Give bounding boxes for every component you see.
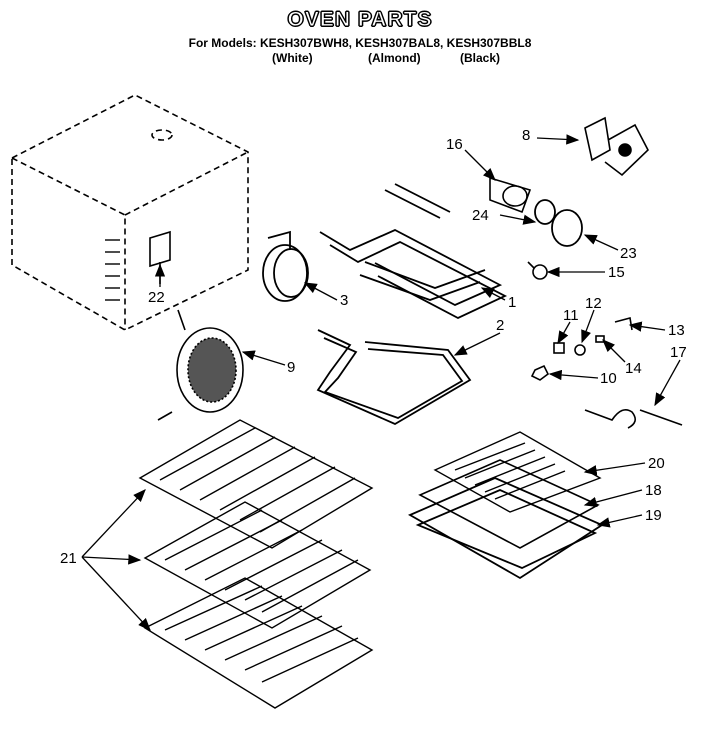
part-21-oven-rack-middle <box>143 501 372 629</box>
callout-20: 20 <box>648 455 665 472</box>
callout-19: 19 <box>645 507 662 524</box>
part-3-fan-ring <box>262 230 309 302</box>
callout-12: 12 <box>585 295 602 312</box>
callout-22: 22 <box>148 289 165 306</box>
models-line: For Models: KESH307BWH8, KESH307BAL8, KE… <box>188 36 532 50</box>
callout-15: 15 <box>608 264 625 281</box>
callout-8: 8 <box>522 127 530 144</box>
part-20-grid <box>433 431 602 513</box>
part-23-lens <box>551 209 583 247</box>
oven-cavity <box>11 94 249 331</box>
part-15-bulb <box>527 261 548 280</box>
callout-21: 21 <box>60 550 77 567</box>
part-8-convection-motor <box>584 116 649 177</box>
callout-16: 16 <box>446 136 463 153</box>
part-17-sensor <box>584 409 683 429</box>
diagram-title: OVEN PARTS <box>287 8 433 32</box>
part-24-gasket <box>534 199 556 225</box>
part-2-broil-element <box>316 329 472 426</box>
callout-23: 23 <box>620 245 637 262</box>
finish-white: (White) <box>272 51 313 65</box>
callout-leaders <box>81 134 681 631</box>
part-18-broil-pan-insert <box>418 459 600 549</box>
callout-11: 11 <box>563 307 579 324</box>
callout-18: 18 <box>645 482 662 499</box>
callout-17: 17 <box>670 344 687 361</box>
callout-14: 14 <box>625 360 642 377</box>
callout-3: 3 <box>340 292 348 309</box>
callout-10: 10 <box>600 370 617 387</box>
oven-vent-slots <box>105 239 120 301</box>
part-9-fan-cover <box>157 309 244 421</box>
callout-1: 1 <box>508 294 516 311</box>
part-1-bake-element <box>319 183 508 320</box>
callout-13: 13 <box>668 322 685 339</box>
finish-almond: (Almond) <box>368 51 421 65</box>
callout-2: 2 <box>496 317 504 334</box>
finish-black: (Black) <box>460 51 501 65</box>
part-16-light-socket <box>489 176 532 214</box>
part-21-oven-rack-top <box>138 419 374 549</box>
part-11-12-13-14-10-hardware <box>530 317 633 381</box>
callout-9: 9 <box>287 359 295 376</box>
callout-24: 24 <box>472 207 489 224</box>
callout-numbers: 1 2 3 8 9 10 11 12 13 14 15 16 17 18 19 … <box>60 127 687 567</box>
part-21-oven-rack-bottom <box>143 577 374 709</box>
